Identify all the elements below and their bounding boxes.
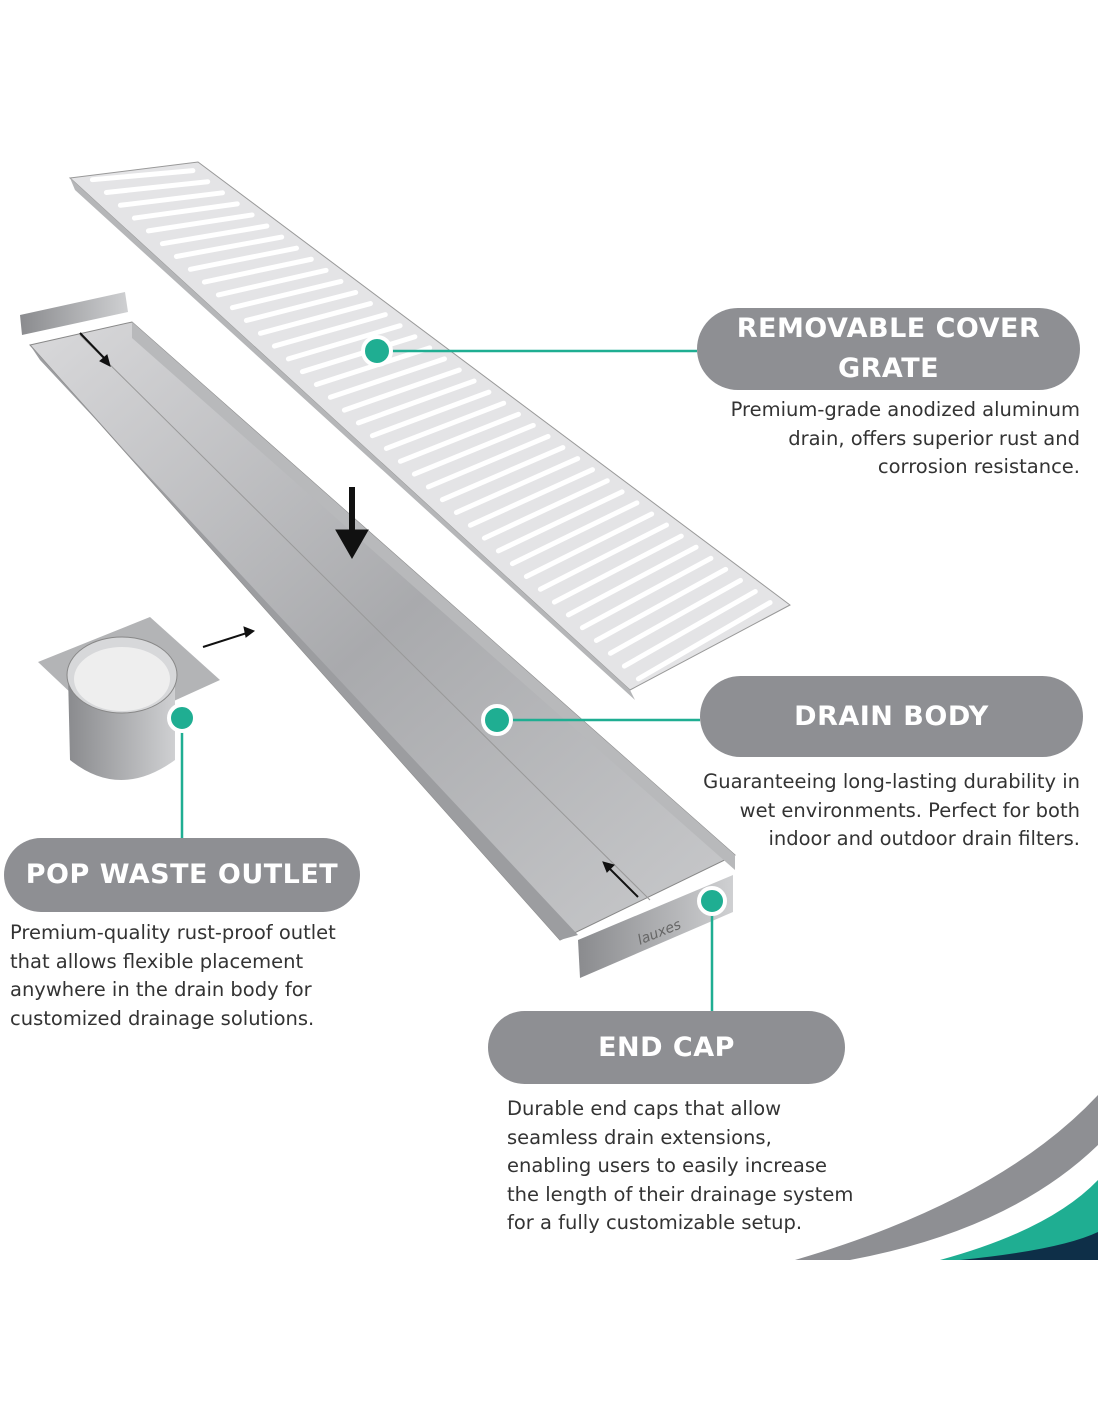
title-line: GRATE [837, 353, 940, 384]
cover-grate-description: Premium-grade anodized aluminum drain, o… [731, 396, 1080, 482]
grate-slot [621, 588, 758, 669]
desc-line: the length of their drainage system [507, 1182, 854, 1206]
grate-slot [523, 511, 655, 579]
grate-slot [145, 212, 255, 234]
desc-line: for a fully customizable setup. [507, 1211, 803, 1234]
grate-slot [215, 267, 329, 298]
grate-slot [397, 411, 521, 464]
drain-body-image [29, 321, 736, 941]
grate-slot [565, 544, 699, 618]
grate-slot [579, 555, 714, 631]
grate-slot [285, 323, 403, 362]
grate-slot [509, 500, 640, 567]
grate-slot [341, 367, 462, 413]
desc-line: customized drainage solutions. [10, 1006, 315, 1030]
grate-slot [229, 278, 344, 311]
desc-line: seamless drain extensions, [507, 1125, 772, 1149]
end-cap-image [578, 875, 733, 978]
desc-line: corrosion resistance. [877, 455, 1080, 478]
desc-line: Guaranteeing long-lasting durability in [703, 770, 1080, 793]
desc-line: indoor and outdoor drain filters. [768, 827, 1080, 850]
grate-slot [117, 190, 225, 208]
grate-slot [131, 201, 240, 221]
grate-slot [635, 600, 773, 682]
grate-slot [299, 334, 418, 375]
grate-slot [467, 467, 595, 528]
desc-line: enabling users to easily increase [507, 1154, 827, 1177]
cover-grate-image [68, 161, 791, 700]
drain-body-description: Guaranteeing long-lasting durability in … [703, 768, 1080, 854]
title-line: REMOVABLE COVER [736, 313, 1041, 344]
grate-slot [187, 245, 299, 272]
grate-slot [159, 223, 270, 247]
grate-slot [173, 234, 285, 259]
grate-slot [355, 378, 477, 426]
grate-slot [383, 400, 507, 451]
grate-slot [243, 289, 359, 323]
grate-slot [439, 445, 566, 503]
desc-line: Premium-grade anodized aluminum [730, 398, 1080, 421]
desc-line: drain, offers superior rust and [788, 426, 1080, 450]
grate-slot [453, 456, 581, 515]
cover-grate-title: REMOVABLE COVER GRATE [697, 308, 1080, 390]
grate-slot [89, 168, 196, 183]
end-cap-description: Durable end caps that allow seamless dra… [507, 1095, 853, 1238]
desc-line: anywhere in the drain body for [10, 978, 312, 1001]
grate-slot [103, 179, 211, 195]
end-cap-left-image [20, 292, 128, 335]
grate-slot [257, 301, 373, 336]
grate-slot [369, 389, 492, 439]
grate-slot [495, 489, 625, 554]
grate-slot [201, 256, 314, 285]
assembly-arrows [79, 332, 639, 898]
desc-line: that allows flexible placement [10, 949, 304, 973]
grate-slot [481, 478, 610, 541]
connector-lines [180, 349, 714, 1011]
hotspot-dots [167, 335, 727, 916]
end-cap-title: END CAP [488, 1011, 845, 1084]
drain-body-title: DRAIN BODY [700, 676, 1083, 757]
desc-line: Durable end caps that allow [507, 1097, 782, 1120]
grate-slot [593, 566, 729, 643]
grate-slot [327, 356, 447, 400]
grate-slot [411, 422, 536, 477]
pop-waste-outlet-description: Premium-quality rust-proof outlet that a… [10, 919, 336, 1033]
grate-slot [607, 577, 743, 656]
desc-line: wet environments. Perfect for both [739, 798, 1080, 822]
decorative-swoosh [795, 1095, 1098, 1260]
grate-slot [551, 533, 684, 605]
grate-slot [271, 312, 388, 349]
grate-slot [537, 522, 669, 592]
pop-waste-outlet-image [38, 617, 220, 780]
desc-line: Premium-quality rust-proof outlet [10, 921, 336, 944]
grate-slot [425, 433, 551, 490]
pop-waste-outlet-title: POP WASTE OUTLET [4, 838, 360, 912]
